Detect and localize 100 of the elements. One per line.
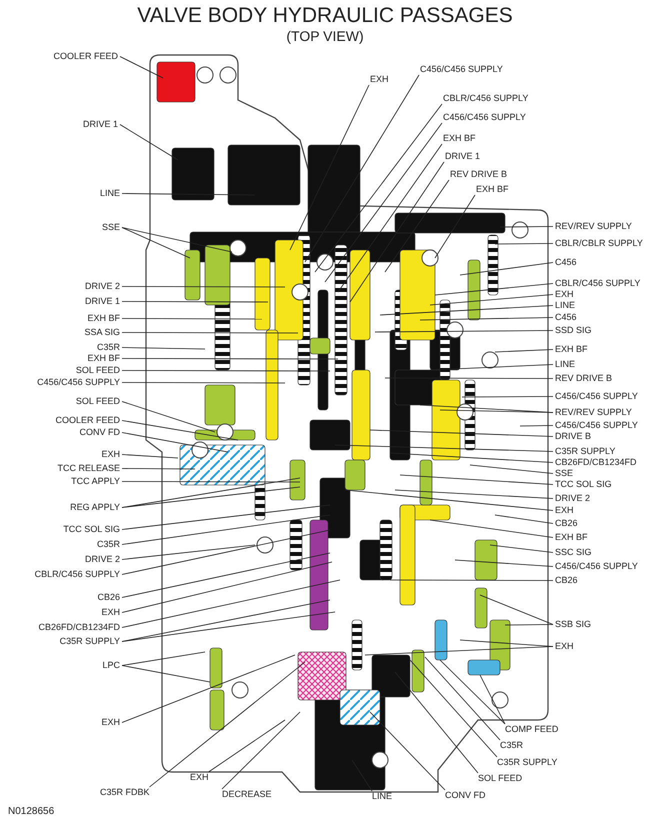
callout-label: DRIVE 1 <box>84 296 120 307</box>
callout-label: REV/REV SUPPLY <box>555 407 632 418</box>
callout-label: EXH BF <box>87 313 120 324</box>
leader-line <box>370 430 554 437</box>
leader-line <box>430 364 554 370</box>
leader-line <box>122 514 330 545</box>
leader-line <box>338 144 442 292</box>
leader-line <box>384 180 450 272</box>
leader-line <box>122 530 330 575</box>
callout-label: C456 <box>555 312 577 323</box>
callout-label: C35R FDBK <box>100 787 150 798</box>
callout-label: REV DRIVE B <box>555 373 612 384</box>
leader-line <box>440 660 506 724</box>
leader-line <box>122 347 206 350</box>
callout-label: CONV FD <box>80 427 120 438</box>
leader-line <box>494 349 554 352</box>
leader-line <box>314 104 442 272</box>
subtitle: (TOP VIEW) <box>285 28 365 44</box>
callout-label: C35R <box>96 539 120 550</box>
callout-label: DRIVE 1 <box>82 119 118 130</box>
leader-line <box>122 370 330 372</box>
leader-line <box>380 305 554 316</box>
leader-line <box>494 514 554 524</box>
leader-line <box>350 162 444 302</box>
leader-line <box>122 468 196 470</box>
callout-label: CBLR/C456 SUPPLY <box>555 278 640 289</box>
leader-line <box>208 720 286 772</box>
leader-line <box>122 382 286 384</box>
callout-label: REV/REV SUPPLY <box>555 221 632 232</box>
callout-label: CBLR/C456 SUPPLY <box>34 569 120 580</box>
callout-label: CB26FD/CB1234FD <box>555 457 637 468</box>
leader-line <box>122 420 238 440</box>
leader-line <box>440 410 554 413</box>
leader-line <box>122 612 336 642</box>
leader-line <box>420 317 554 320</box>
title: VALVE BODY HYDRAULIC PASSAGES <box>136 4 514 28</box>
leader-line <box>462 396 554 398</box>
callout-label: CONV FD <box>445 790 486 801</box>
callout-label: DRIVE 2 <box>555 493 590 504</box>
callout-label: SSB SIG <box>555 619 592 630</box>
leader-line <box>460 262 554 276</box>
callout-label: C35R SUPPLY <box>555 446 616 457</box>
leader-line <box>480 594 554 625</box>
leader-line <box>149 662 306 788</box>
leader-line <box>122 286 286 288</box>
leader-line <box>400 474 554 485</box>
leader-line <box>410 660 498 758</box>
leader-line <box>480 674 506 724</box>
callout-label: CB26 <box>97 592 120 603</box>
callout-label: LINE <box>372 791 392 802</box>
callout-label: DRIVE 2 <box>84 281 120 292</box>
leader-line <box>122 358 338 360</box>
callout-label: CB26 <box>555 518 578 529</box>
leader-line <box>390 580 554 581</box>
leader-line <box>122 401 216 432</box>
leader-line <box>334 444 554 452</box>
leader-line <box>424 656 500 740</box>
leader-line <box>304 74 420 262</box>
leader-line <box>430 520 554 538</box>
callout-label: LINE <box>100 188 120 199</box>
callout-label: C456/C456 SUPPLY <box>555 420 638 431</box>
callout-label: TCC APPLY <box>71 476 120 487</box>
leader-line <box>122 652 206 666</box>
callout-label: C456/C456 SUPPLY <box>37 377 120 388</box>
callout-label: CBLR/C456 SUPPLY <box>443 93 528 104</box>
callout-label: DRIVE B <box>555 431 592 442</box>
callout-label: C456/C456 SUPPLY <box>555 561 638 572</box>
leader-line <box>394 672 478 774</box>
callout-label: SSE <box>555 468 574 479</box>
leader-line <box>122 478 300 508</box>
callout-label: COOLER FEED <box>55 415 120 426</box>
leader-line <box>222 712 300 790</box>
callout-label: REV DRIVE B <box>450 169 508 180</box>
callout-label: TCC SOL SIG <box>555 479 612 490</box>
callout-label: EXH BF <box>476 184 509 195</box>
callout-label: DRIVE 2 <box>84 554 120 565</box>
leader-line <box>434 283 554 296</box>
callout-label: EXH <box>190 772 209 783</box>
callout-label: C35R <box>500 740 524 751</box>
callout-label: TCC RELEASE <box>57 463 120 474</box>
leader-line <box>122 600 330 642</box>
leader-line <box>122 562 332 613</box>
callout-label: C456/C456 SUPPLY <box>420 64 503 75</box>
callout-label: C456/C456 SUPPLY <box>443 112 526 123</box>
leader-line <box>494 243 554 244</box>
leader-line <box>122 454 178 458</box>
callout-label: EXH BF <box>555 344 588 355</box>
callout-label: C35R <box>96 342 120 353</box>
leader-line <box>364 646 554 656</box>
leader-line <box>390 452 554 463</box>
callout-label: C35R SUPPLY <box>497 757 558 768</box>
leader-line <box>122 227 190 258</box>
leader-line <box>122 432 228 452</box>
leader-line <box>120 124 178 160</box>
callout-label: DECREASE <box>222 789 272 800</box>
leader-line <box>434 194 476 258</box>
callout-label: SOL FEED <box>478 773 522 784</box>
callout-label: SOL FEED <box>76 365 120 376</box>
callout-label: C35R SUPPLY <box>60 636 120 647</box>
callout-label: SSE <box>102 222 120 233</box>
